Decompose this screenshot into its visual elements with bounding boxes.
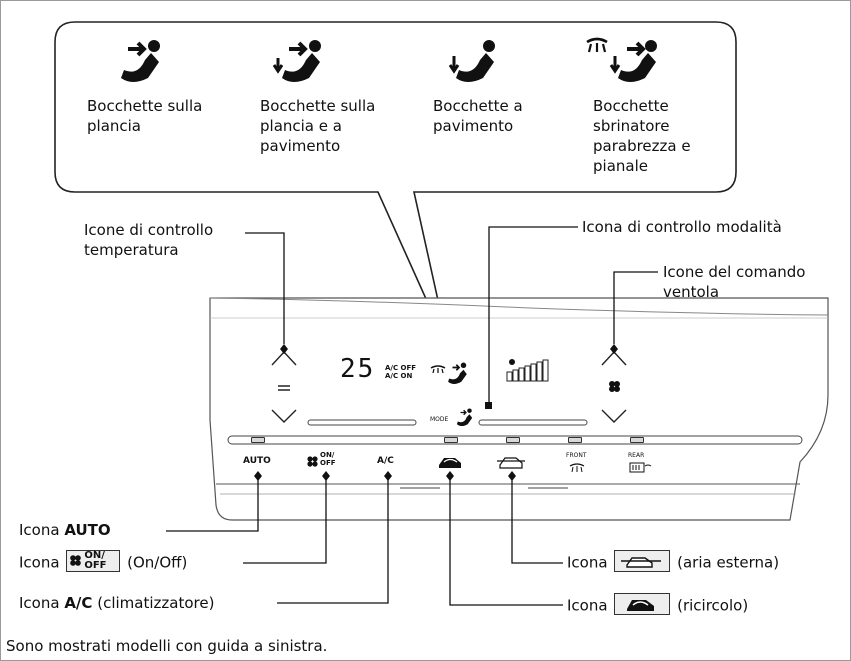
auto-button[interactable]: AUTO: [243, 456, 271, 466]
callout-onoff: Icona ON/OFF (On/Off): [19, 550, 188, 572]
temperature-display: 25: [340, 354, 376, 384]
callout-fan: Icone del comando ventola: [663, 263, 806, 301]
panel-mode-icon: [448, 362, 467, 384]
auto-indicator-light: [251, 437, 265, 443]
rear-defrost-button-icon: [629, 462, 652, 473]
fan-level-bars: [506, 359, 549, 382]
bubble-label-face: Bocchette sulla plancia: [87, 97, 203, 135]
ac-button[interactable]: A/C: [377, 456, 394, 466]
callout-fresh-air: Icona (aria esterna): [567, 550, 779, 574]
defrost-floor-vent-icon: [586, 37, 657, 82]
face-floor-vent-icon: [273, 40, 321, 82]
onoff-box-icon: ON/OFF: [66, 550, 121, 572]
rear-defrost-indicator-light: [630, 437, 644, 443]
recirc-indicator-light: [444, 437, 458, 443]
fresh-air-button-icon: [497, 457, 525, 469]
recirc-box-icon: [614, 593, 671, 615]
callout-ac: Icona A/C (climatizzatore): [19, 594, 215, 612]
front-defrost-button-icon: [569, 463, 585, 473]
mode-button-label[interactable]: MODE: [430, 416, 449, 423]
callout-auto: Icona AUTO: [19, 521, 111, 539]
panel-defrost-icon: [430, 365, 446, 374]
onoff-button-on[interactable]: ON/: [320, 451, 335, 459]
fresh-air-box-icon: [614, 550, 671, 572]
ac-on-indicator: A/C ON: [385, 372, 413, 380]
recirc-button-icon: [439, 458, 461, 468]
footer-note: Sono mostrati modelli con guida a sinist…: [6, 637, 328, 655]
panel-fan-icon: [509, 359, 515, 365]
callout-recirc: Icona (ricircolo): [567, 593, 748, 617]
speech-bubble: [54, 21, 737, 351]
panel-fan-icon-small: [609, 381, 620, 392]
front-defrost-button[interactable]: FRONT: [566, 452, 587, 459]
fresh-indicator-light: [506, 437, 520, 443]
face-vent-icon: [121, 40, 160, 82]
ac-off-indicator: A/C OFF: [385, 364, 417, 372]
onoff-button-off[interactable]: OFF: [320, 459, 336, 467]
bubble-label-face-floor: Bocchette sulla plancia e a pavimento: [260, 97, 376, 155]
panel-mode-btn-icon: [456, 408, 473, 426]
fan-down-chevron: [601, 409, 627, 423]
front-defrost-indicator-light: [568, 437, 582, 443]
callout-temperature: Icone di controllo temperatura: [84, 221, 214, 259]
bubble-label-floor: Bocchette a pavimento: [433, 97, 523, 135]
temp-down-chevron: [271, 409, 297, 423]
onoff-fan-icon: [307, 456, 318, 467]
callout-mode: Icona di controllo modalità: [582, 218, 782, 236]
control-panel-body: [209, 297, 829, 521]
bubble-label-defrost-floor: Bocchette sbrinatore parabrezza e pianal…: [593, 97, 691, 175]
rear-defrost-button[interactable]: REAR: [628, 452, 645, 459]
floor-vent-icon: [449, 40, 495, 82]
